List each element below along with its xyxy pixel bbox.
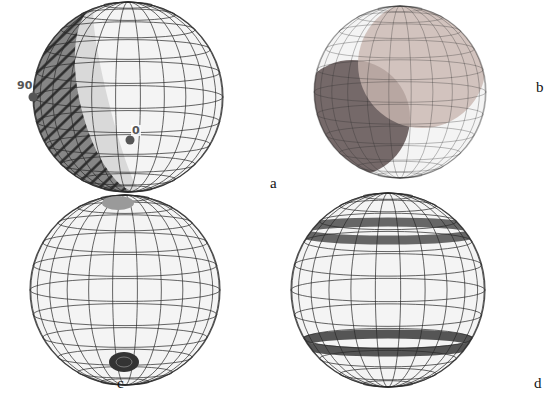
sphere-a: [3, 2, 223, 215]
axis-label: 0: [131, 125, 141, 136]
axis-label: 90: [16, 80, 33, 91]
panel-letter: a: [270, 176, 277, 191]
sphere-c: [30, 195, 220, 385]
panel-letter: c: [117, 376, 124, 391]
panel-letter: b: [536, 80, 544, 95]
panel-letter: d: [534, 376, 542, 391]
sphere-b: [294, 0, 486, 178]
sphere-d: [291, 193, 485, 387]
